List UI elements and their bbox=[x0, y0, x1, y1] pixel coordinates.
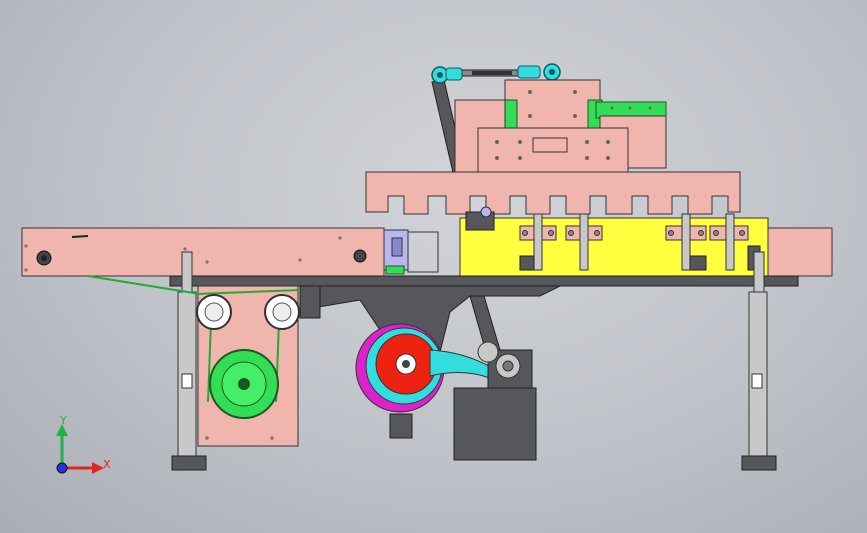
rail-bore-right bbox=[353, 249, 367, 263]
motor-bearing bbox=[477, 341, 499, 363]
post-left-label bbox=[181, 373, 193, 389]
rail-body bbox=[21, 227, 385, 277]
base-plate[interactable] bbox=[169, 275, 799, 353]
rail-right-body bbox=[759, 227, 833, 277]
mid-carriage bbox=[477, 127, 629, 173]
bracket-left bbox=[299, 285, 321, 319]
clamp-1[interactable] bbox=[519, 213, 557, 271]
clamp-2[interactable] bbox=[565, 213, 603, 271]
motor[interactable] bbox=[453, 341, 537, 461]
x-axis-arrow bbox=[92, 462, 104, 474]
rod-end-right-bore bbox=[549, 69, 555, 75]
idler-pulley-right-hub bbox=[272, 302, 292, 322]
clamp-bores bbox=[522, 230, 745, 236]
belt bbox=[87, 275, 301, 403]
green-tab bbox=[385, 265, 405, 275]
drive-pulley-hub bbox=[238, 378, 250, 390]
bolt-holes-top bbox=[495, 90, 652, 160]
motor-body bbox=[453, 387, 537, 461]
y-axis-arrow bbox=[56, 424, 68, 436]
rod-end-right-body bbox=[517, 65, 541, 79]
post-left-rod bbox=[181, 251, 193, 293]
main-rail-right[interactable] bbox=[383, 206, 833, 277]
post-right[interactable] bbox=[741, 251, 777, 471]
upper-block-assembly[interactable] bbox=[454, 79, 667, 177]
clamp-3[interactable] bbox=[665, 213, 707, 271]
cam-mechanism[interactable] bbox=[355, 323, 493, 439]
rail-pin bbox=[71, 235, 89, 238]
rail-bolts bbox=[24, 236, 342, 272]
post-right-foot bbox=[741, 455, 777, 471]
post-right-label bbox=[751, 373, 763, 389]
base-bar bbox=[169, 275, 799, 287]
x-axis-label: X bbox=[103, 458, 111, 471]
post-left-foot bbox=[171, 455, 207, 471]
bracket-top-pin bbox=[480, 206, 492, 218]
carriage-slot bbox=[532, 137, 568, 153]
cam-base bbox=[389, 413, 413, 439]
comb-body bbox=[365, 171, 741, 215]
tie-rod-thread bbox=[472, 71, 512, 75]
post-left[interactable] bbox=[171, 251, 207, 471]
comb-plate[interactable] bbox=[365, 171, 741, 215]
post-right-rod bbox=[753, 251, 765, 293]
slide-clamps[interactable] bbox=[519, 213, 761, 271]
motor-shaft-inner bbox=[502, 360, 514, 372]
main-rail-left[interactable] bbox=[21, 227, 385, 277]
y-axis-label: Y bbox=[59, 414, 67, 427]
rod-end-left-body bbox=[445, 67, 463, 81]
rail-end-bore-inner bbox=[41, 255, 47, 261]
idler-pulley-left-hub bbox=[204, 302, 224, 322]
belt-drive[interactable] bbox=[87, 275, 301, 447]
cam-bore bbox=[402, 360, 410, 368]
z-axis-dot bbox=[56, 462, 68, 474]
axis-triad: Y X bbox=[56, 414, 111, 474]
drive-plate-bolts bbox=[205, 436, 274, 440]
rod-end-left-bore bbox=[437, 72, 443, 78]
top-block bbox=[504, 79, 601, 129]
clamp-block bbox=[407, 231, 439, 273]
lavender-block-inner bbox=[391, 237, 403, 257]
